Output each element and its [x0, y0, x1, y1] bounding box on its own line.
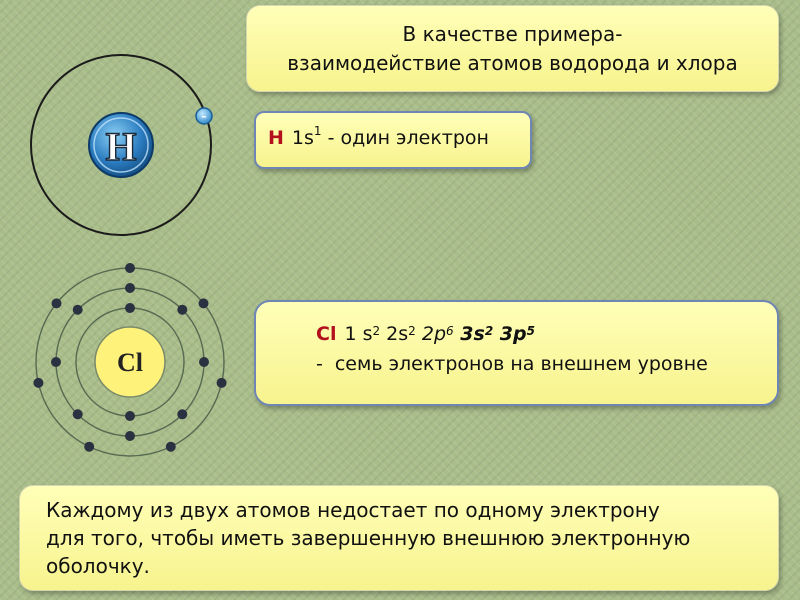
hydrogen-symbol: H: [105, 124, 136, 169]
chlorine-nucleus: [94, 326, 166, 398]
hydrogen-config-text: - один электрон: [321, 127, 489, 149]
chlorine-symbol: Cl: [117, 348, 143, 377]
chlorine-2p-sup: 6: [446, 324, 454, 338]
hydrogen-orbit: [30, 54, 212, 236]
title-box: В качестве примера- взаимодействие атомо…: [246, 5, 779, 92]
hydrogen-config: 1s: [291, 127, 314, 149]
chlorine-electron: [51, 298, 62, 309]
chlorine-electron: [177, 409, 188, 420]
chlorine-2s: 2s: [380, 323, 409, 345]
chlorine-1s-sup: 2: [372, 324, 381, 338]
chlorine-2s-sup: 2: [408, 324, 416, 338]
hydrogen-config-sup: 1: [313, 124, 322, 138]
chlorine-electron: [125, 283, 135, 293]
chlorine-outer-line: -семь электронов на внешнем уровне: [316, 349, 777, 379]
chlorine-electron: [216, 377, 227, 388]
chlorine-dash: -: [316, 353, 323, 375]
chlorine-electron: [51, 357, 61, 367]
chlorine-electron: [84, 441, 95, 452]
conclusion-line-1: Каждому из двух атомов недостает по одно…: [46, 498, 660, 522]
chlorine-electron: [177, 304, 188, 315]
chlorine-electron: [165, 441, 176, 452]
chlorine-electron: [198, 298, 209, 309]
chlorine-3s: 3s: [453, 323, 485, 345]
conclusion-line-2: для того, чтобы иметь завершенную внешню…: [46, 526, 691, 550]
hydrogen-config-symbol: H: [268, 127, 284, 149]
chlorine-3p-sup: 5: [526, 324, 535, 338]
hydrogen-nucleus: [88, 112, 154, 178]
chlorine-outer-text: семь электронов на внешнем уровне: [334, 353, 708, 375]
hydrogen-electron: [195, 107, 213, 125]
chlorine-electron: [125, 431, 135, 441]
chlorine-1s: 1 s: [344, 323, 373, 345]
chlorine-2p: 2p: [415, 323, 447, 345]
conclusion-line-3: оболочку.: [46, 554, 150, 578]
title-line-2: взаимодействие атомов водорода и хлора: [287, 51, 738, 75]
chlorine-electron: [125, 411, 135, 421]
chlorine-electron: [72, 304, 83, 315]
hydrogen-electron-sign: –: [201, 110, 207, 123]
chlorine-electron: [125, 303, 135, 313]
conclusion-box: Каждому из двух атомов недостает по одно…: [19, 485, 779, 591]
chlorine-3s-sup: 2: [484, 324, 494, 338]
chlorine-config-symbol: Cl: [316, 323, 337, 345]
chlorine-electron: [33, 377, 44, 388]
title-line-1: В качестве примера-: [402, 22, 623, 46]
chlorine-3p: 3p: [493, 323, 527, 345]
chlorine-electron: [199, 357, 209, 367]
chlorine-electron: [72, 409, 83, 420]
chlorine-electron: [125, 263, 135, 273]
hydrogen-config-box: H 1s1 - один электрон: [254, 111, 532, 169]
chlorine-electrons: [33, 263, 227, 452]
hydrogen-nucleus-ring: [93, 117, 149, 173]
